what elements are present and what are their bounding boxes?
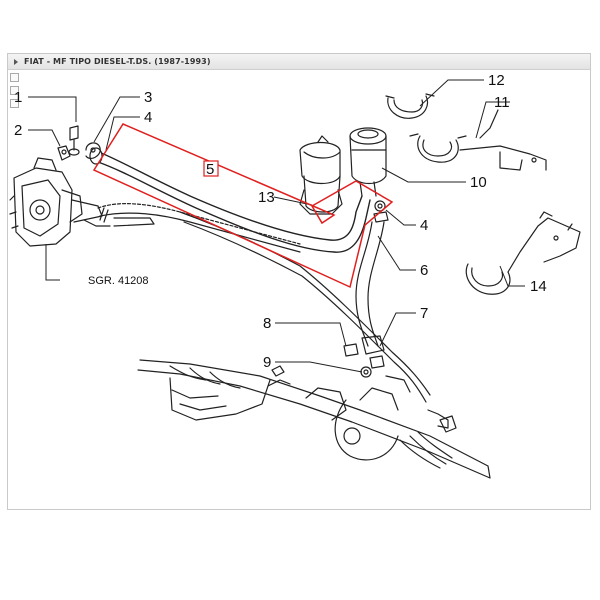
steering-rack-drawing <box>137 359 491 479</box>
callout-1[interactable]: 1 <box>14 89 22 106</box>
bracket-14-drawing <box>465 211 581 295</box>
callout-5[interactable]: 5 <box>206 161 214 178</box>
expand-arrow-icon[interactable] <box>14 58 18 65</box>
callout-11[interactable]: 11 <box>494 94 510 111</box>
reservoir-13-drawing <box>299 135 343 215</box>
clamp-12-drawing <box>385 93 435 119</box>
callout-3[interactable]: 3 <box>144 89 152 106</box>
callout-14[interactable]: 14 <box>530 278 547 295</box>
print-icon[interactable] <box>10 99 19 108</box>
steering-pump-drawing <box>9 157 103 247</box>
selected-part-highlight <box>92 123 394 289</box>
pan-icon[interactable] <box>10 86 19 95</box>
reservoir-10-drawing <box>349 127 387 197</box>
callout-2[interactable]: 2 <box>14 122 22 139</box>
reference-label: SGR. 41208 <box>88 275 149 287</box>
return-hose-5-drawing <box>89 147 371 253</box>
callout-4-right[interactable]: 4 <box>420 217 428 234</box>
diagram-title: FIAT - MF TIPO DIESEL-T.DS. (1987-1993) <box>24 57 211 66</box>
diagram-viewer: FIAT - MF TIPO DIESEL-T.DS. (1987-1993) <box>7 53 591 510</box>
selected-part-label-box <box>203 160 219 177</box>
bracket-11-drawing <box>409 109 547 171</box>
callout-8[interactable]: 8 <box>263 315 271 332</box>
viewer-toolbar <box>10 72 20 112</box>
callout-12[interactable]: 12 <box>488 72 505 89</box>
callout-4-top[interactable]: 4 <box>144 109 152 126</box>
callout-10[interactable]: 10 <box>470 174 487 191</box>
callout-7[interactable]: 7 <box>420 305 428 322</box>
hose-6-drawing <box>355 221 385 355</box>
callout-13[interactable]: 13 <box>258 189 275 206</box>
diagram-title-bar: FIAT - MF TIPO DIESEL-T.DS. (1987-1993) <box>8 54 590 70</box>
callout-6[interactable]: 6 <box>420 262 428 279</box>
zoom-icon[interactable] <box>10 73 19 82</box>
callout-9[interactable]: 9 <box>263 354 271 371</box>
